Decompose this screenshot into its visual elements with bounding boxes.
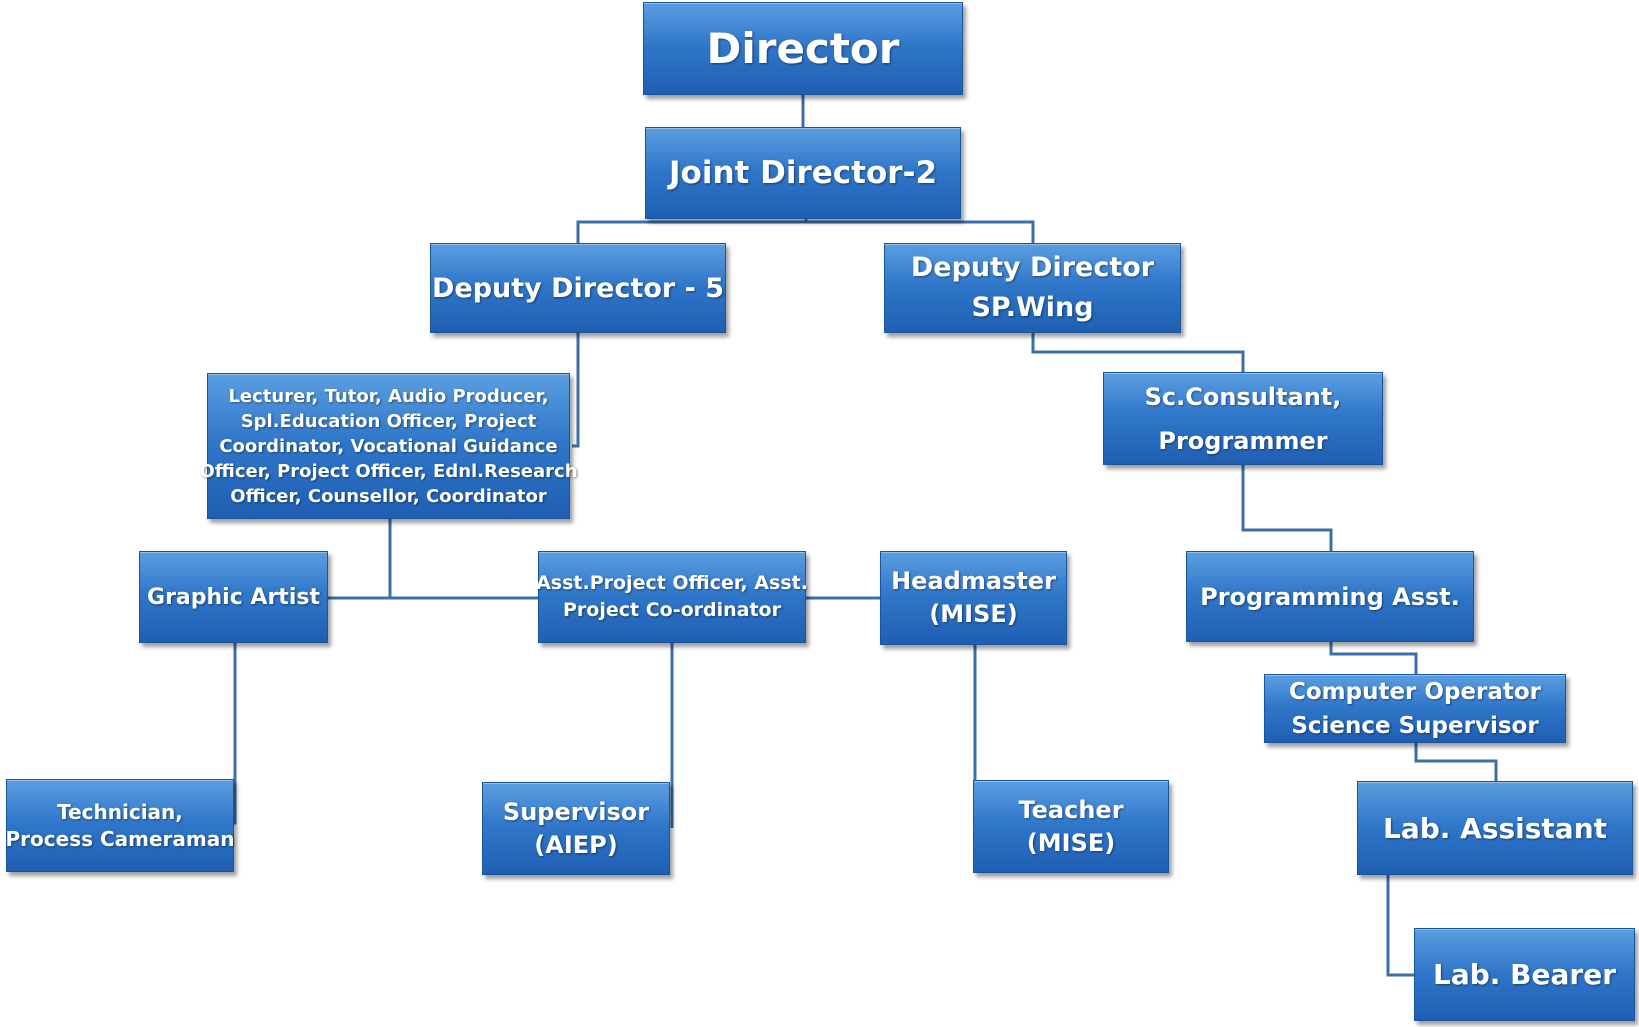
node-director-line-1: Director <box>706 24 900 73</box>
node-deputy-director-5: Deputy Director - 5 <box>430 243 726 333</box>
node-technician: Technician, Process Cameraman <box>6 779 234 872</box>
node-asst-project-officer-line-1: Asst.Project Officer, Asst. <box>536 572 808 594</box>
node-computer-operator: Computer Operator Science Supervisor <box>1264 674 1566 743</box>
node-director: Director <box>643 2 963 95</box>
node-sc-consultant-line-2: Programmer <box>1158 426 1328 455</box>
node-teacher: Teacher (MISE) <box>973 780 1169 873</box>
connector-computer-labasst <box>1414 743 1498 781</box>
connector-deputy5-lecturer <box>572 333 580 448</box>
connector-graphic-technician <box>233 643 237 825</box>
node-supervisor: Supervisor (AIEP) <box>482 782 670 875</box>
connector-programming-computer <box>1329 642 1418 674</box>
node-programming-asst-line-1: Programming Asst. <box>1200 582 1460 611</box>
node-teacher-line-1: Teacher <box>1018 795 1124 824</box>
node-graphic-artist: Graphic Artist <box>139 551 328 643</box>
node-computer-operator-line-2: Science Supervisor <box>1291 712 1539 739</box>
node-deputy-director-sp-line-2: SP.Wing <box>971 292 1094 323</box>
node-headmaster-line-2: (MISE) <box>929 600 1018 628</box>
node-asst-project-officer-line-2: Project Co-ordinator <box>563 599 781 621</box>
node-lecturer-group-line-4: Officer, Project Officer, Ednl.Research <box>199 460 578 482</box>
connector-deputysp-consultant <box>1031 333 1245 372</box>
node-technician-line-2: Process Cameraman <box>5 826 235 851</box>
node-joint-director: Joint Director-2 <box>645 127 961 219</box>
node-supervisor-line-1: Supervisor <box>502 797 650 826</box>
node-sc-consultant-line-1: Sc.Consultant, <box>1144 382 1342 411</box>
node-lecturer-group-line-3: Coordinator, Vocational Guidance <box>219 435 558 457</box>
connector-joint-deputies <box>576 219 1035 243</box>
node-lab-assistant-line-1: Lab. Assistant <box>1382 811 1608 845</box>
node-computer-operator-line-1: Computer Operator <box>1288 678 1542 705</box>
node-lecturer-group-line-1: Lecturer, Tutor, Audio Producer, <box>228 385 549 407</box>
node-teacher-line-2: (MISE) <box>1026 828 1116 857</box>
node-joint-director-line-1: Joint Director-2 <box>668 155 938 191</box>
node-asst-project-officer: Asst.Project Officer, Asst. Project Co-o… <box>536 551 808 643</box>
node-supervisor-line-2: (AIEP) <box>534 830 618 859</box>
node-lab-bearer: Lab. Bearer <box>1414 928 1635 1021</box>
node-lecturer-group: Lecturer, Tutor, Audio Producer, Spl.Edu… <box>199 373 578 519</box>
node-deputy-director-5-line-1: Deputy Director - 5 <box>431 272 725 304</box>
node-graphic-artist-line-1: Graphic Artist <box>147 584 320 610</box>
node-lab-bearer-line-1: Lab. Bearer <box>1433 958 1616 991</box>
connector-labasst-labbearer <box>1386 875 1414 977</box>
node-technician-line-1: Technician, <box>57 799 183 824</box>
node-deputy-director-sp: Deputy Director SP.Wing <box>884 243 1181 333</box>
node-programming-asst: Programming Asst. <box>1186 551 1474 642</box>
node-lecturer-group-line-5: Officer, Counsellor, Coordinator <box>230 485 547 507</box>
node-lecturer-group-line-2: Spl.Education Officer, Project <box>240 410 537 432</box>
node-sc-consultant: Sc.Consultant, Programmer <box>1103 372 1383 465</box>
connector-lecturer-row <box>328 519 880 600</box>
node-deputy-director-sp-line-1: Deputy Director <box>910 252 1155 283</box>
node-headmaster-line-1: Headmaster <box>891 567 1056 595</box>
node-lab-assistant: Lab. Assistant <box>1357 781 1633 875</box>
node-headmaster: Headmaster (MISE) <box>880 551 1067 645</box>
connector-consultant-programming <box>1241 465 1333 551</box>
